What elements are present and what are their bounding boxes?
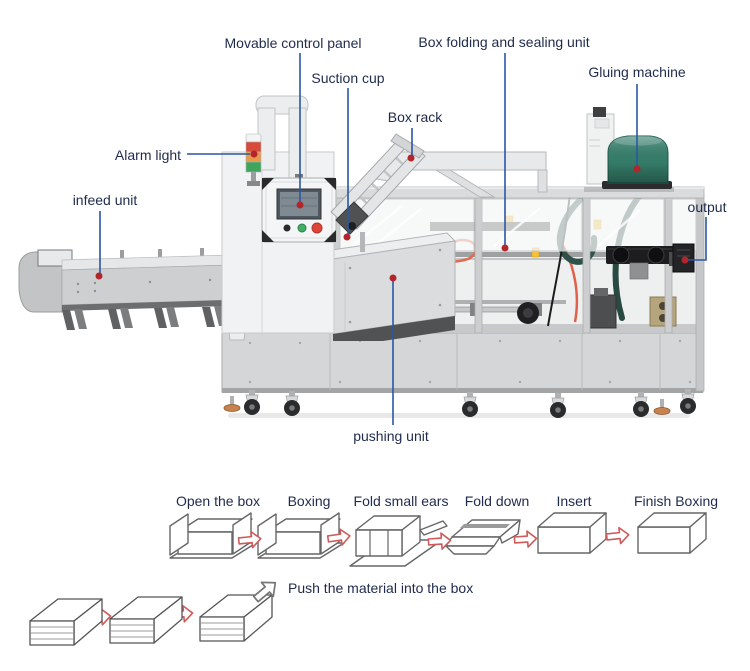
- casters: [223, 389, 696, 418]
- process-step-label: Boxing: [288, 493, 331, 509]
- box-folding-process: Open the box Boxing Fold small ears Fold…: [29, 493, 718, 646]
- label-infeed-unit: infeed unit: [73, 192, 138, 208]
- pushing-unit-cover: [323, 232, 457, 341]
- material-stack: [109, 596, 183, 644]
- dot-movable-control-panel: [296, 201, 304, 209]
- material-stacks: [29, 594, 273, 646]
- process-step-label: Finish Boxing: [634, 493, 718, 509]
- step-open-the-box-icon: [169, 512, 257, 559]
- dot-box-folding-sealing-unit: [501, 244, 509, 252]
- label-alarm-light: Alarm light: [115, 147, 181, 163]
- start-button: [297, 223, 307, 233]
- machine-labels: Movable control panel Box folding and se…: [73, 34, 727, 444]
- ground-shadow: [228, 413, 690, 418]
- label-suction-cup: Suction cup: [311, 70, 384, 86]
- process-step-label: Open the box: [176, 493, 260, 509]
- output-conveyor: [606, 243, 695, 280]
- label-movable-control-panel: Movable control panel: [225, 35, 362, 51]
- dot-pushing-unit: [389, 274, 397, 282]
- step-fold-down-icon: [445, 519, 521, 555]
- annotations: Movable control panel Box folding and se…: [73, 34, 727, 444]
- process-arrow-icon: [605, 525, 631, 546]
- leader-lines: [99, 53, 707, 425]
- dot-infeed-unit: [95, 272, 103, 280]
- machine-photo: [18, 95, 705, 418]
- box-rack-assembly: [330, 133, 548, 252]
- annotation-dots: [95, 150, 689, 282]
- control-panel-arm: [255, 95, 309, 181]
- process-step-label: Fold small ears: [354, 493, 449, 509]
- machine-lower-cabinet: [221, 332, 704, 393]
- dot-suction-cup: [343, 233, 351, 241]
- dot-alarm-light: [250, 150, 258, 158]
- process-step-label: Fold down: [465, 493, 530, 509]
- step-insert-icon: [537, 512, 607, 554]
- material-stack: [199, 594, 273, 642]
- step-finish-boxing-icon: [637, 512, 707, 554]
- dot-output: [681, 256, 689, 264]
- label-gluing-machine: Gluing machine: [588, 64, 685, 80]
- label-box-folding-sealing-unit: Box folding and sealing unit: [418, 34, 589, 50]
- material-stack: [29, 598, 103, 646]
- label-box-rack: Box rack: [388, 109, 443, 125]
- push-up-arrow-icon: [252, 581, 277, 603]
- leader-output: [688, 217, 707, 261]
- process-step-label: Insert: [556, 493, 591, 509]
- caster-wheels: [244, 389, 696, 418]
- dot-gluing-machine: [633, 165, 641, 173]
- gearbox: [585, 294, 617, 329]
- adjustable-foot: [653, 399, 671, 415]
- step-fold-small-ears-icon: [349, 515, 448, 567]
- adjustable-foot: [223, 396, 241, 412]
- label-pushing-unit: pushing unit: [353, 428, 429, 444]
- hmi-control-panel: [261, 177, 341, 243]
- alarm-green-segment: [245, 161, 262, 173]
- dot-box-rack: [407, 154, 415, 162]
- black-button: [283, 224, 291, 232]
- gluing-machine-unit: [584, 107, 674, 192]
- label-output: output: [688, 199, 727, 215]
- process-step-labels: Open the box Boxing Fold small ears Fold…: [176, 493, 718, 509]
- stop-button: [311, 222, 323, 234]
- process-note: Push the material into the box: [288, 580, 473, 596]
- alarm-red-segment: [245, 141, 262, 153]
